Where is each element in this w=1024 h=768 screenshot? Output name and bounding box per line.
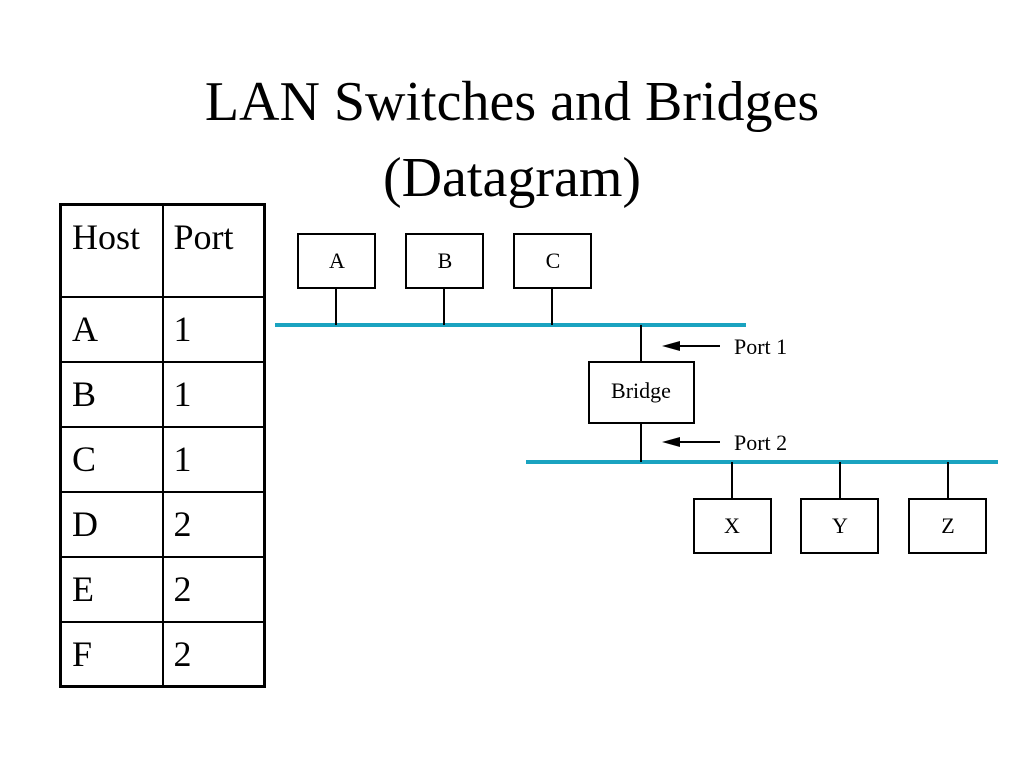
table-header-row: Host Port: [59, 203, 266, 298]
bridge-node: Bridge: [588, 325, 695, 462]
host-node-b: B: [405, 233, 484, 325]
host-node-y: Y: [800, 462, 879, 554]
cell-host: A: [59, 295, 164, 363]
table-row: D 2: [59, 490, 266, 558]
table-row: E 2: [59, 555, 266, 623]
port-2-callout: Port 2: [662, 430, 787, 455]
host-label-b: B: [438, 248, 453, 273]
header-port: Port: [161, 203, 266, 298]
host-label-x: X: [724, 513, 740, 538]
slide-title: LAN Switches and Bridges (Datagram): [0, 64, 1024, 216]
port-1-callout: Port 1: [662, 334, 787, 359]
arrow-left-icon: [662, 437, 680, 447]
host-node-z: Z: [908, 462, 987, 554]
cell-port: 1: [161, 360, 266, 428]
port-1-label: Port 1: [734, 334, 787, 359]
host-label-a: A: [329, 248, 345, 273]
cell-port: 2: [161, 490, 266, 558]
host-node-a: A: [297, 233, 376, 325]
cell-host: E: [59, 555, 164, 623]
cell-host: C: [59, 425, 164, 493]
header-host: Host: [59, 203, 164, 298]
cell-host: F: [59, 620, 164, 688]
host-label-c: C: [546, 248, 561, 273]
forwarding-table: Host Port A 1 B 1 C 1 D 2 E 2 F 2: [59, 203, 266, 688]
host-node-x: X: [693, 462, 772, 554]
arrow-left-icon: [662, 341, 680, 351]
title-line-1: LAN Switches and Bridges: [204, 71, 820, 133]
port-2-label: Port 2: [734, 430, 787, 455]
table-row: F 2: [59, 620, 266, 688]
host-node-c: C: [513, 233, 592, 325]
cell-port: 2: [161, 555, 266, 623]
table-row: C 1: [59, 425, 266, 493]
host-label-y: Y: [832, 513, 848, 538]
cell-port: 2: [161, 620, 266, 688]
table-row: A 1: [59, 295, 266, 363]
cell-host: B: [59, 360, 164, 428]
host-label-z: Z: [941, 513, 954, 538]
title-line-2: (Datagram): [382, 147, 642, 209]
cell-port: 1: [161, 295, 266, 363]
table-row: B 1: [59, 360, 266, 428]
cell-port: 1: [161, 425, 266, 493]
bridge-label: Bridge: [611, 378, 671, 403]
cell-host: D: [59, 490, 164, 558]
